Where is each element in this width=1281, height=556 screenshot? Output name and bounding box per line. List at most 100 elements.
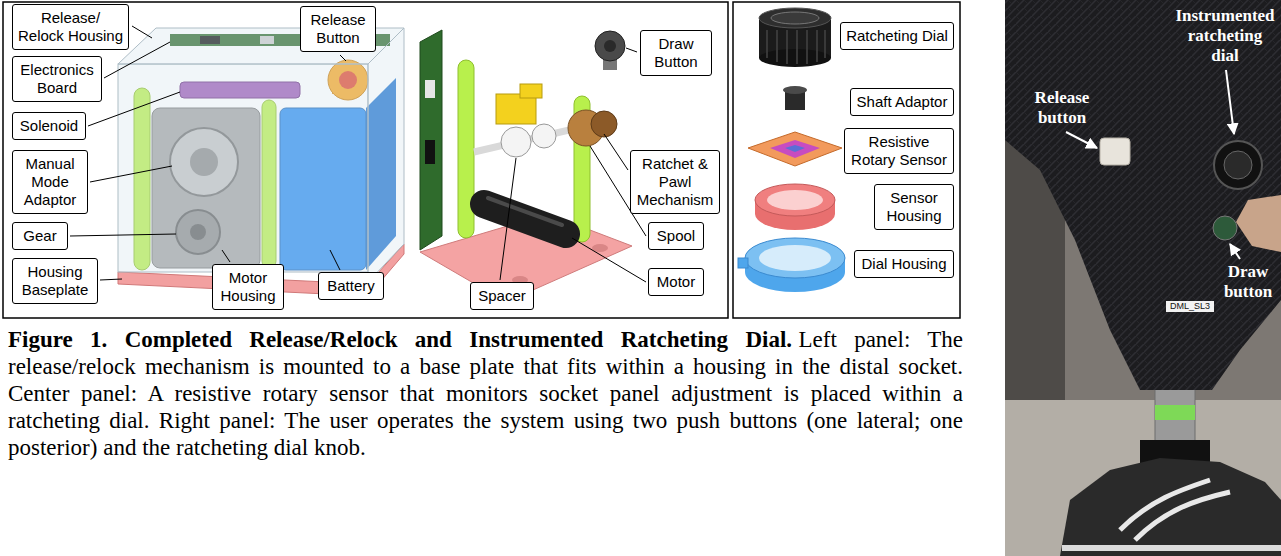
leader-line — [500, 158, 516, 280]
part-label: Ratcheting Dial — [845, 27, 949, 45]
dial-photo-cap — [1224, 151, 1252, 179]
block-shape — [520, 84, 542, 98]
draw-button-shape — [595, 31, 625, 61]
sticker-text: DML_SL3 — [1166, 301, 1214, 312]
dial-photo — [1214, 141, 1262, 189]
part-label-box: Release Button — [300, 6, 376, 52]
photo-arrow — [1066, 132, 1097, 148]
part-label: Sensor Housing — [879, 189, 949, 225]
photo-arrow — [1226, 70, 1234, 134]
figure-caption: Figure 1. Completed Release/Relock and I… — [8, 326, 963, 461]
leader-lines — [70, 26, 646, 282]
part-label-box: Ratchet & Pawl Mechanism — [630, 150, 720, 214]
part-label-box: Spool — [648, 222, 704, 250]
part-label: Electronics Board — [17, 61, 97, 97]
pillar-shape — [458, 60, 474, 238]
leader-line — [330, 250, 340, 270]
part-label-box: Battery — [318, 272, 384, 300]
draw-button-photo — [1213, 216, 1237, 240]
panel-frame — [733, 2, 960, 318]
part-label-box: Dial Housing — [854, 250, 954, 278]
part-label: Housing Baseplate — [17, 263, 93, 299]
sensor-housing-top — [755, 184, 835, 216]
board-shape — [420, 30, 442, 250]
part-label-box: Motor Housing — [212, 264, 284, 310]
hand-shape — [1236, 195, 1281, 252]
dial-top — [759, 8, 831, 28]
chip-shape — [425, 80, 435, 98]
photo-label: Instrumented ratcheting dial — [1174, 6, 1276, 66]
motor-highlight — [488, 198, 562, 225]
part-label-box: Motor — [648, 268, 704, 296]
pylon-band — [1155, 405, 1195, 420]
shoe-sole — [1062, 545, 1281, 551]
sensor-housing-inner — [767, 190, 823, 210]
part-label: Spacer — [475, 287, 529, 305]
part-label-box: Solenoid — [12, 112, 86, 140]
sensor-center — [785, 145, 805, 152]
release-knob — [1100, 138, 1130, 165]
ridge-line — [796, 30, 798, 64]
spacer-shape — [501, 127, 531, 157]
ridge-line — [766, 30, 768, 58]
chip-shape — [425, 140, 435, 164]
part-label-box: Resistive Rotary Sensor — [844, 128, 954, 174]
photo — [1005, 0, 1281, 556]
part-label: Dial Housing — [859, 255, 949, 273]
leader-line — [222, 250, 230, 262]
part-label-box: Ratcheting Dial — [840, 22, 954, 50]
leader-line — [604, 134, 628, 170]
dial-housing-tab — [738, 258, 748, 268]
part-label-box: Electronics Board — [12, 56, 102, 102]
caption-title: Figure 1. Completed Release/Relock and I… — [8, 327, 792, 352]
exploded-drawing — [420, 30, 632, 302]
part-label-box: Sensor Housing — [874, 184, 954, 230]
spool-shape — [591, 111, 617, 137]
ridge-line — [776, 30, 778, 62]
sensor-track — [770, 140, 820, 158]
leader-line — [626, 48, 637, 52]
part-label: Gear — [17, 227, 63, 245]
part-label: Solenoid — [17, 117, 81, 135]
part-label-box: Spacer — [470, 282, 534, 310]
ridge-line — [786, 30, 788, 64]
draw-button-center — [604, 40, 616, 52]
part-label-box: Shaft Adaptor — [850, 88, 954, 116]
part-label-box: Release/ Relock Housing — [12, 4, 129, 50]
dial-housing-inner — [759, 245, 831, 271]
shoe-shape — [1060, 458, 1281, 556]
socket-shape — [1005, 0, 1281, 390]
panel-frame — [3, 2, 728, 318]
photo-floor — [1005, 400, 1281, 556]
part-label-box: Draw Button — [640, 30, 712, 76]
ridge-line — [816, 30, 818, 62]
part-label-box: Manual Mode Adaptor — [12, 150, 88, 214]
photo-background — [1005, 0, 1281, 556]
part-label: Manual Mode Adaptor — [17, 155, 83, 209]
dial-housing-top — [745, 238, 845, 278]
dial-cap — [771, 12, 819, 24]
part-label-box: Gear — [12, 222, 68, 250]
leader-line — [572, 238, 646, 282]
leader-line — [132, 26, 152, 38]
leader-line — [90, 166, 172, 182]
motor-shape — [484, 204, 566, 234]
part-label: Release Button — [305, 11, 371, 47]
photo-arrow — [1230, 244, 1240, 259]
leader-line — [70, 234, 176, 236]
part-label: Ratchet & Pawl Mechanism — [635, 155, 715, 209]
dial-drawing — [738, 8, 845, 292]
part-label-box: Housing Baseplate — [12, 258, 98, 304]
part-label: Spool — [653, 227, 699, 245]
photo-label: Release button — [1022, 88, 1102, 128]
assembly-drawing — [118, 28, 404, 296]
leader-line — [340, 55, 346, 61]
housing-front — [118, 64, 368, 272]
dial-bottom — [759, 49, 831, 67]
leader-line — [100, 279, 122, 280]
part-label: Shaft Adaptor — [855, 93, 949, 111]
part-label: Release/ Relock Housing — [17, 9, 124, 45]
